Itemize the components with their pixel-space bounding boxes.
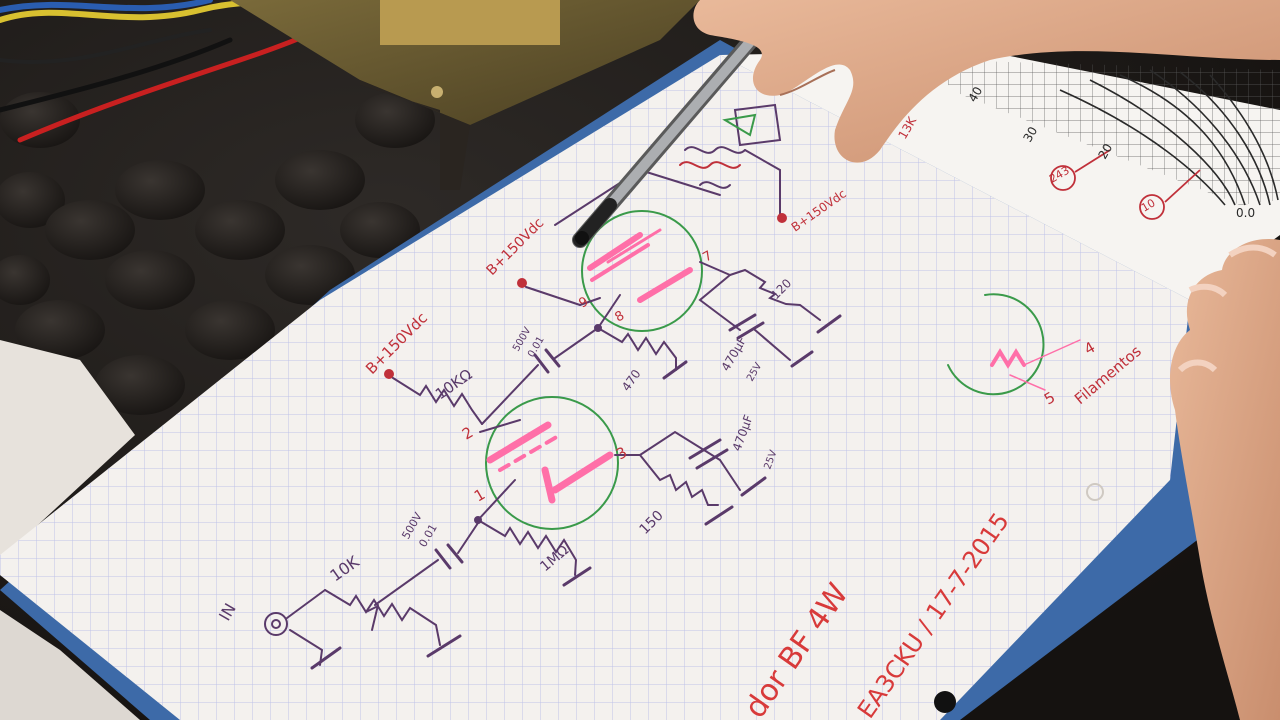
schematic-sheet — [0, 55, 1190, 720]
paper-edge-left — [0, 340, 135, 560]
tube-v2 — [579, 210, 731, 332]
grid-resistor-1m — [474, 516, 592, 587]
grid-resistor-470 — [597, 327, 688, 380]
hand-top — [693, 0, 1280, 163]
curve-label-zero: 0.0 — [1236, 206, 1255, 220]
curve-label-40: 40 — [965, 84, 985, 104]
schematic-drawing — [264, 103, 1081, 670]
bplus-2-node — [517, 278, 581, 306]
coupling-cap-input — [374, 519, 481, 606]
hand-right — [1170, 239, 1280, 720]
input-jack — [264, 589, 342, 670]
coupling-cap-2 — [481, 324, 602, 425]
curve-label-20: 20 — [1095, 141, 1115, 161]
curve-label-10: 10 — [1139, 196, 1158, 214]
curve-label-30: 30 — [1020, 124, 1040, 144]
potentiometer-10k — [324, 589, 462, 658]
mat-dots — [0, 92, 435, 415]
cathode-network-v2 — [698, 268, 842, 368]
paper-edge-bottom — [0, 610, 140, 720]
plate-load-v1 — [384, 369, 483, 425]
tube-v1 — [477, 396, 641, 530]
cathode-network-v1 — [639, 430, 767, 526]
amplifier-chassis — [230, 0, 700, 190]
filament-symbol — [947, 293, 1081, 396]
punch-hole — [934, 691, 956, 713]
label-input: IN — [215, 600, 240, 624]
pen — [572, 22, 768, 248]
